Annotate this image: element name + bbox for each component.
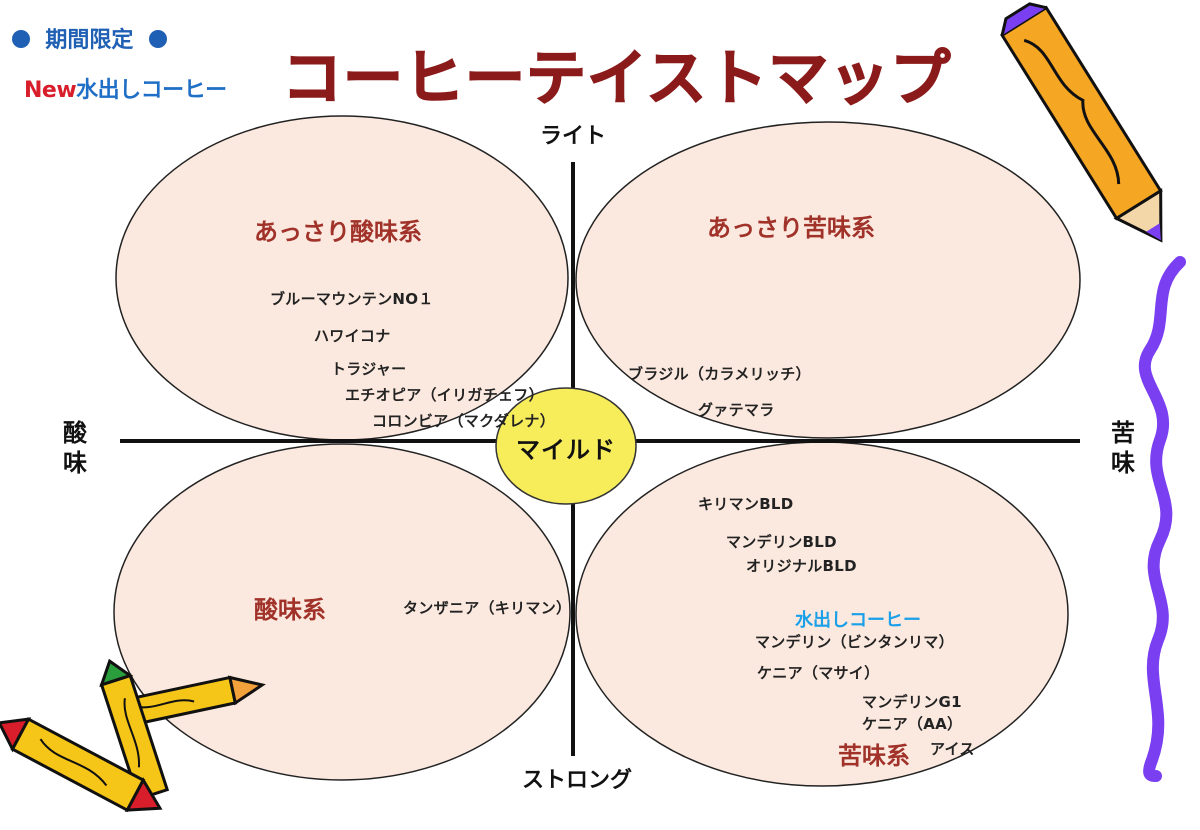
list-item: ケニア（AA）	[862, 715, 963, 733]
limited-time-text: 期間限定	[45, 28, 134, 53]
quadrant-title-bottom-right: 苦味系	[838, 742, 910, 770]
axis-label-right: 苦味	[1111, 419, 1135, 477]
center-label: マイルド	[516, 436, 616, 464]
new-cold-brew-label: New水出しコーヒー	[24, 72, 227, 104]
bullet-icon	[148, 30, 167, 48]
list-item: マンデリン（ビンタンリマ）	[755, 633, 954, 651]
cold-brew-title: 水出しコーヒー	[795, 610, 921, 631]
ellipse-top-right	[575, 121, 1081, 439]
list-item: ケニア（マサイ）	[757, 664, 880, 682]
axis-label-bottom: ストロング	[522, 768, 633, 793]
new-cold-brew-text: 水出しコーヒー	[76, 78, 227, 103]
axis-label-top: ライト	[540, 124, 607, 149]
crayon-icon	[0, 717, 163, 813]
list-item: アイス	[930, 740, 975, 758]
quadrant-title-top-right: あっさり苦味系	[707, 214, 875, 242]
limited-time-label: 期間限定	[12, 22, 167, 54]
list-item: グァテマラ	[698, 401, 775, 419]
list-item: エチオピア（イリガチェフ）	[345, 386, 544, 404]
list-item: オリジナルBLD	[746, 557, 857, 575]
list-item: ブラジル（カラメリッチ）	[628, 365, 811, 383]
bullet-icon	[12, 30, 30, 48]
list-item: トラジャー	[331, 360, 407, 378]
quadrant-title-top-left: あっさり酸味系	[254, 218, 422, 246]
list-item: マンデリンG1	[862, 693, 962, 711]
page-title: コーヒーテイストマップ	[281, 43, 952, 115]
list-item: コロンビア（マクダレナ）	[372, 412, 556, 430]
axis-label-left: 酸味	[63, 419, 87, 477]
list-item: マンデリンBLD	[726, 533, 837, 551]
list-item: ブルーマウンテンNO１	[270, 290, 434, 308]
quadrant-title-bottom-left: 酸味系	[254, 596, 326, 624]
pencil-icon	[1000, 2, 1163, 243]
purple-ribbon-decoration	[1138, 256, 1186, 782]
list-item: タンザニア（キリマン）	[403, 599, 572, 617]
new-badge: New	[24, 78, 77, 103]
center-circle	[495, 387, 637, 505]
list-item: ハワイコナ	[314, 327, 391, 345]
list-item: キリマンBLD	[698, 495, 794, 513]
